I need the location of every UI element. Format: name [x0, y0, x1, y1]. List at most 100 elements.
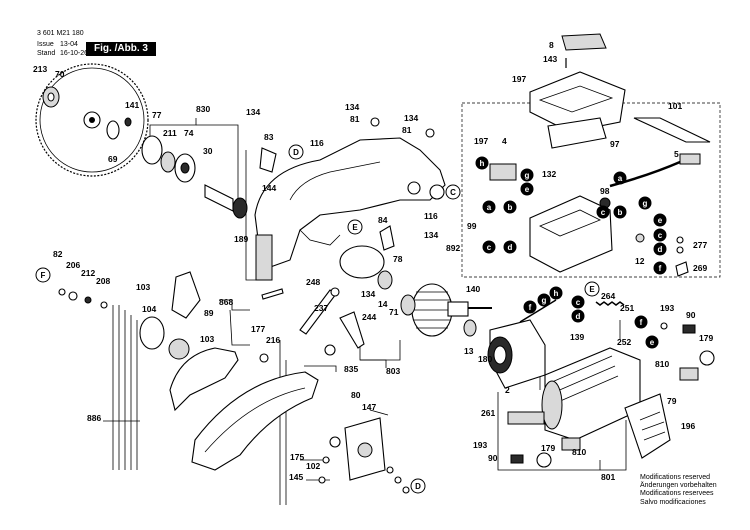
marker-E: E: [347, 219, 363, 235]
hub-104: [139, 316, 165, 350]
marker-h: h: [549, 286, 563, 300]
subassembly-box: [461, 102, 721, 278]
strip-101: [633, 117, 711, 143]
callout-197: 197: [512, 74, 526, 84]
callout-180: 180: [478, 354, 492, 364]
callout-193: 193: [473, 440, 487, 450]
callout-90: 90: [488, 453, 498, 463]
callout-12: 12: [635, 256, 645, 266]
callout-810: 810: [572, 447, 586, 457]
note-line-2: Änderungen vorbehalten: [640, 482, 717, 490]
marker-e: e: [520, 182, 534, 196]
marker-d: d: [571, 309, 585, 323]
issue-value: 13-04: [60, 41, 78, 48]
callout-213: 213: [33, 64, 47, 74]
marker-f: f: [523, 300, 537, 314]
lever-244: [339, 311, 365, 349]
callout-264: 264: [601, 291, 615, 301]
callout-70: 70: [55, 69, 65, 79]
callout-134: 134: [404, 113, 418, 123]
callout-216: 216: [266, 335, 280, 345]
callout-81: 81: [350, 114, 360, 124]
svg-text:c: c: [658, 231, 663, 240]
marker-d: d: [653, 242, 667, 256]
svg-text:g: g: [643, 199, 648, 208]
callout-134: 134: [345, 102, 359, 112]
callout-98: 98: [600, 186, 610, 196]
svg-text:c: c: [487, 243, 492, 252]
callout-193: 193: [660, 303, 674, 313]
callout-83: 83: [264, 132, 274, 142]
marker-c: c: [482, 240, 496, 254]
marker-f: f: [653, 261, 667, 275]
svg-text:C: C: [450, 188, 456, 197]
callout-252: 252: [617, 337, 631, 347]
svg-text:f: f: [659, 264, 662, 273]
marker-C: C: [445, 184, 461, 200]
callout-4: 4: [502, 136, 507, 146]
guard-cover-103: [171, 271, 201, 319]
callout-141: 141: [125, 100, 139, 110]
svg-text:D: D: [415, 482, 421, 491]
svg-text:F: F: [41, 271, 46, 280]
callout-134: 134: [361, 289, 375, 299]
motor-housing-801: [541, 347, 641, 441]
upper-blade-guard: [254, 137, 446, 271]
callout-803: 803: [386, 366, 400, 376]
callout-177: 177: [251, 324, 265, 334]
callout-196: 196: [681, 421, 695, 431]
marker-c: c: [596, 205, 610, 219]
marker-E: E: [584, 281, 600, 297]
callout-189: 189: [234, 234, 248, 244]
marker-a: a: [613, 171, 627, 185]
callout-104: 104: [142, 304, 156, 314]
callout-835: 835: [344, 364, 358, 374]
svg-text:h: h: [480, 159, 485, 168]
callout-140: 140: [466, 284, 480, 294]
callout-134: 134: [424, 230, 438, 240]
svg-text:d: d: [576, 312, 581, 321]
callout-886: 886: [87, 413, 101, 423]
callout-212: 212: [81, 268, 95, 278]
motor-housing-78: [339, 245, 385, 279]
callout-81: 81: [402, 125, 412, 135]
gear-830: [232, 197, 248, 219]
switch-4: [489, 163, 517, 181]
callout-197: 197: [474, 136, 488, 146]
callout-8: 8: [549, 40, 554, 50]
callout-82: 82: [53, 249, 63, 259]
label-261: [507, 411, 545, 425]
gasket-97: [547, 117, 607, 149]
lever-83: [259, 147, 277, 173]
lower-guard-b: [191, 371, 319, 471]
callout-206: 206: [66, 260, 80, 270]
callout-79: 79: [667, 396, 677, 406]
callout-2: 2: [505, 385, 510, 395]
bearing-211: [160, 151, 176, 173]
callout-80: 80: [351, 390, 361, 400]
marker-g: g: [638, 196, 652, 210]
svg-text:E: E: [352, 223, 358, 232]
leader-lines: [103, 118, 627, 505]
svg-text:a: a: [487, 203, 492, 212]
issue-label: Issue: [37, 41, 54, 48]
callout-277: 277: [693, 240, 707, 250]
armature: [411, 283, 492, 337]
marker-g: g: [537, 293, 551, 307]
callout-97: 97: [610, 139, 620, 149]
callout-830: 830: [196, 104, 210, 114]
callout-77: 77: [152, 110, 162, 120]
callout-99: 99: [467, 221, 477, 231]
callout-211: 211: [163, 128, 177, 138]
stator: [487, 319, 546, 389]
marker-c: c: [653, 228, 667, 242]
callout-179: 179: [699, 333, 713, 343]
callout-143: 143: [543, 54, 557, 64]
callout-103: 103: [136, 282, 150, 292]
marker-d: d: [503, 240, 517, 254]
marker-D: D: [288, 144, 304, 160]
callout-269: 269: [693, 263, 707, 273]
callout-116: 116: [424, 211, 438, 221]
callout-261: 261: [481, 408, 495, 418]
figure-label: Fig. /Abb. 3: [86, 42, 156, 56]
